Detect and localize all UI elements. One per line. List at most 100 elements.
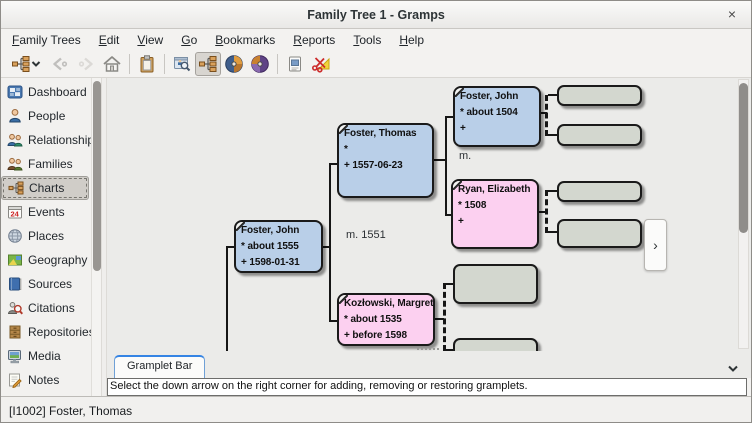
person-box-ryan-elizabeth[interactable]: Ryan, Elizabeth * 1508 + [451, 179, 539, 249]
marriage-label: m. 1551 [346, 229, 386, 241]
sidebar-item-label: Charts [29, 181, 65, 195]
sidebar-item-dashboard[interactable]: Dashboard [1, 80, 89, 104]
dashed-connector [545, 95, 548, 136]
sidebar-item-notes[interactable]: Notes [1, 368, 89, 392]
person-box-foster-john-1555[interactable]: Foster, John * about 1555 + 1598-01-31 [234, 220, 323, 273]
sidebar-item-label: Sources [28, 277, 73, 291]
connector-line [329, 163, 338, 165]
sidebar-item-events[interactable]: 24 Events [1, 200, 89, 224]
sidebar-item-label: Events [28, 205, 65, 219]
fold-corner [236, 222, 245, 231]
sidebar-item-media[interactable]: Media [1, 344, 89, 368]
forward-button[interactable] [73, 52, 99, 76]
connector-line [226, 246, 235, 248]
empty-person-box[interactable] [453, 264, 538, 304]
pedigree-view-button[interactable] [195, 52, 221, 76]
back-button[interactable] [47, 52, 73, 76]
sidebar-item-charts[interactable]: Charts [1, 176, 89, 200]
dashed-connector [545, 190, 548, 233]
person-name: Foster, John [460, 91, 519, 102]
empty-person-box[interactable] [453, 338, 538, 351]
empty-person-box[interactable] [557, 124, 642, 146]
toolbar [1, 51, 751, 78]
menu-reports[interactable]: Reports [293, 33, 336, 47]
gramplet-bar: Gramplet Bar [107, 351, 751, 378]
full-fan-chart-view-button[interactable] [247, 52, 273, 76]
connector-line [548, 94, 557, 96]
person-box-foster-john-1504[interactable]: Foster, John * about 1504 + [453, 86, 541, 147]
statusbar-text: [I1002] Foster, Thomas [9, 403, 133, 418]
sidebar-item-places[interactable]: Places [1, 224, 89, 248]
person-box-foster-thomas[interactable]: Foster, Thomas * + 1557-06-23 [337, 123, 434, 198]
connector-line [548, 134, 557, 136]
person-name: Ryan, Elizabeth [458, 184, 531, 195]
connector-line [329, 320, 338, 322]
sidebar-item-relationships[interactable]: Relationships [1, 128, 100, 152]
home-icon [103, 56, 121, 72]
menu-edit[interactable]: Edit [98, 33, 120, 47]
scissors-button[interactable] [308, 52, 334, 76]
charts-icon [8, 181, 24, 195]
fold-corner [455, 88, 464, 97]
pedigree-canvas[interactable]: Foster, John * about 1555 + 1598-01-31 F… [107, 78, 751, 351]
scroll-right-button[interactable]: › [644, 219, 667, 271]
sidebar-item-label: Geography [28, 253, 88, 267]
connector-line [323, 246, 331, 248]
pane-resize-grip[interactable] [101, 78, 107, 396]
gramplet-tab[interactable]: Gramplet Bar [114, 355, 206, 378]
marriage-label: m. [459, 150, 472, 162]
home-button[interactable] [99, 52, 125, 76]
menu-tools[interactable]: Tools [353, 33, 382, 47]
menu-go[interactable]: Go [181, 33, 198, 47]
sidebar-scrollbar[interactable] [91, 78, 101, 396]
places-icon [8, 229, 22, 243]
chart-search-view-button[interactable] [169, 52, 195, 76]
events-icon: 24 [8, 206, 22, 219]
print-button[interactable] [282, 52, 308, 76]
connector-line [445, 214, 454, 216]
families-icon [7, 157, 23, 171]
empty-person-box[interactable] [557, 219, 642, 248]
canvas-scrollbar[interactable] [738, 79, 749, 349]
dropdown-chevron-icon [31, 61, 41, 67]
connector-line [329, 163, 331, 322]
fan-chart-view-icon [225, 55, 243, 73]
scissors-icon [311, 57, 330, 73]
connector-line [226, 246, 228, 351]
toolbar-separator [129, 54, 130, 74]
main-pane: Foster, John * about 1555 + 1598-01-31 F… [107, 78, 751, 396]
sidebar-item-geography[interactable]: Geography [1, 248, 89, 272]
sources-icon [9, 277, 22, 291]
titlebar[interactable]: Family Tree 1 - Gramps × [1, 1, 751, 29]
menu-family-trees[interactable]: Family Trees [12, 33, 81, 47]
fan-chart-view-button[interactable] [221, 52, 247, 76]
menubar: Family Trees Edit View Go Bookmarks Repo… [1, 29, 751, 51]
person-death: + 1557-06-23 [344, 160, 403, 171]
empty-person-box[interactable] [557, 181, 642, 202]
category-sidebar: Dashboard People Rel [1, 78, 101, 396]
gramplet-menu-chevron-icon[interactable] [727, 365, 739, 373]
dashed-connector [443, 283, 446, 351]
sidebar-item-sources[interactable]: Sources [1, 272, 89, 296]
sidebar-item-repositories[interactable]: Repositories [1, 320, 95, 344]
clipboard-button[interactable] [134, 52, 160, 76]
sidebar-scrollbar-thumb[interactable] [93, 81, 101, 271]
menu-help[interactable]: Help [399, 33, 425, 47]
person-box-kozlowski-margret[interactable]: Kozłowski, Margret * about 1535 + before… [337, 293, 435, 346]
sidebar-item-families[interactable]: Families [1, 152, 89, 176]
connector-line [541, 112, 547, 114]
dashboard-icon [7, 85, 23, 99]
canvas-scrollbar-thumb[interactable] [739, 83, 748, 233]
menu-bookmarks[interactable]: Bookmarks [215, 33, 276, 47]
sidebar-item-label: Media [28, 349, 61, 363]
people-icon [9, 109, 21, 123]
sidebar-item-label: Relationships [28, 133, 101, 147]
sidebar-item-citations[interactable]: Citations [1, 296, 89, 320]
view-selector-button[interactable] [5, 52, 47, 76]
close-icon[interactable]: × [727, 6, 737, 22]
pedigree-icon [12, 56, 30, 72]
empty-person-box[interactable] [557, 85, 642, 106]
menu-view[interactable]: View [137, 33, 164, 47]
sidebar-item-people[interactable]: People [1, 104, 89, 128]
